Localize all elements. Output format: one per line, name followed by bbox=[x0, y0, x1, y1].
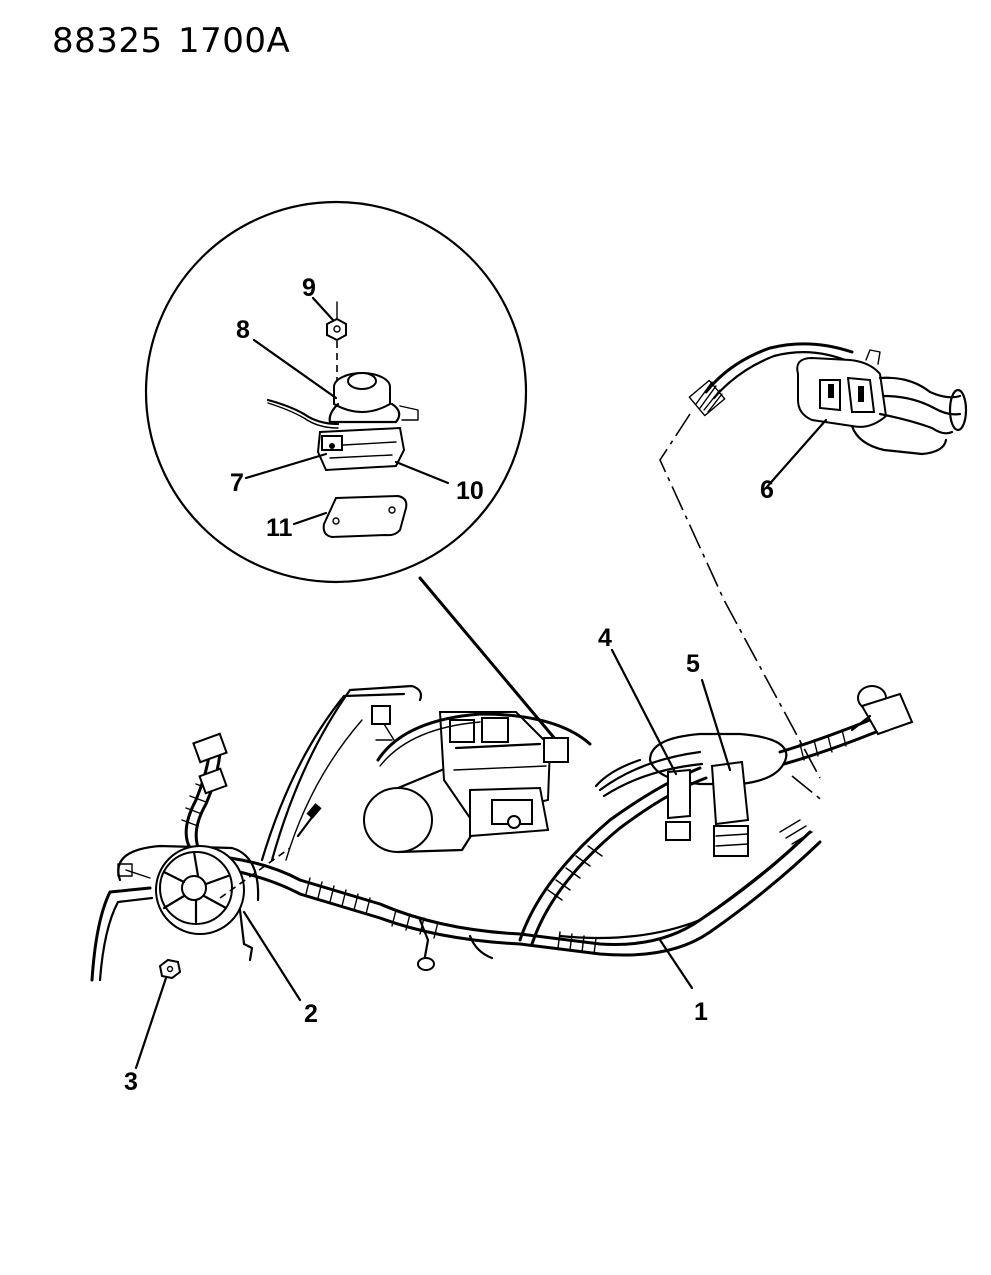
callout-4: 4 bbox=[598, 624, 612, 652]
leader-5 bbox=[700, 678, 732, 772]
callout-3: 3 bbox=[124, 1068, 138, 1096]
detail-pointer-line bbox=[418, 576, 568, 754]
air-cleaner-canister bbox=[363, 787, 433, 853]
leader-3 bbox=[134, 976, 168, 1070]
detail-inset bbox=[144, 200, 528, 584]
callout-2: 2 bbox=[304, 1000, 318, 1028]
detail-circle bbox=[144, 200, 528, 584]
leader-10 bbox=[394, 460, 450, 485]
pump-item-2 bbox=[90, 844, 260, 982]
nut-item-3 bbox=[158, 958, 182, 980]
connection-line-1 bbox=[791, 775, 825, 803]
figure-code: 1700A bbox=[178, 21, 290, 61]
leader-6 bbox=[764, 418, 828, 490]
leader-11 bbox=[292, 511, 328, 526]
callout-9: 9 bbox=[302, 274, 316, 302]
leader-2 bbox=[242, 910, 302, 1002]
callout-7: 7 bbox=[230, 469, 244, 497]
mounting-axis-line bbox=[219, 847, 291, 899]
callout-5: 5 bbox=[686, 650, 700, 678]
callout-6: 6 bbox=[760, 476, 774, 504]
leader-1 bbox=[658, 938, 694, 990]
leader-8 bbox=[252, 338, 338, 400]
leader-9 bbox=[311, 296, 335, 322]
callout-11: 11 bbox=[266, 514, 293, 542]
leader-4 bbox=[610, 648, 678, 776]
drawing-number: 88325 bbox=[52, 21, 163, 61]
egr-valve bbox=[266, 372, 419, 472]
callout-8: 8 bbox=[236, 316, 250, 344]
nut-item-9 bbox=[326, 301, 347, 384]
harness-item-6 bbox=[688, 342, 968, 490]
callout-1: 1 bbox=[694, 998, 708, 1026]
callout-10: 10 bbox=[456, 477, 484, 505]
connection-line-6 bbox=[659, 413, 821, 779]
engine-harness bbox=[181, 684, 914, 971]
leader-7 bbox=[244, 452, 328, 480]
gasket-item-11 bbox=[322, 494, 408, 539]
